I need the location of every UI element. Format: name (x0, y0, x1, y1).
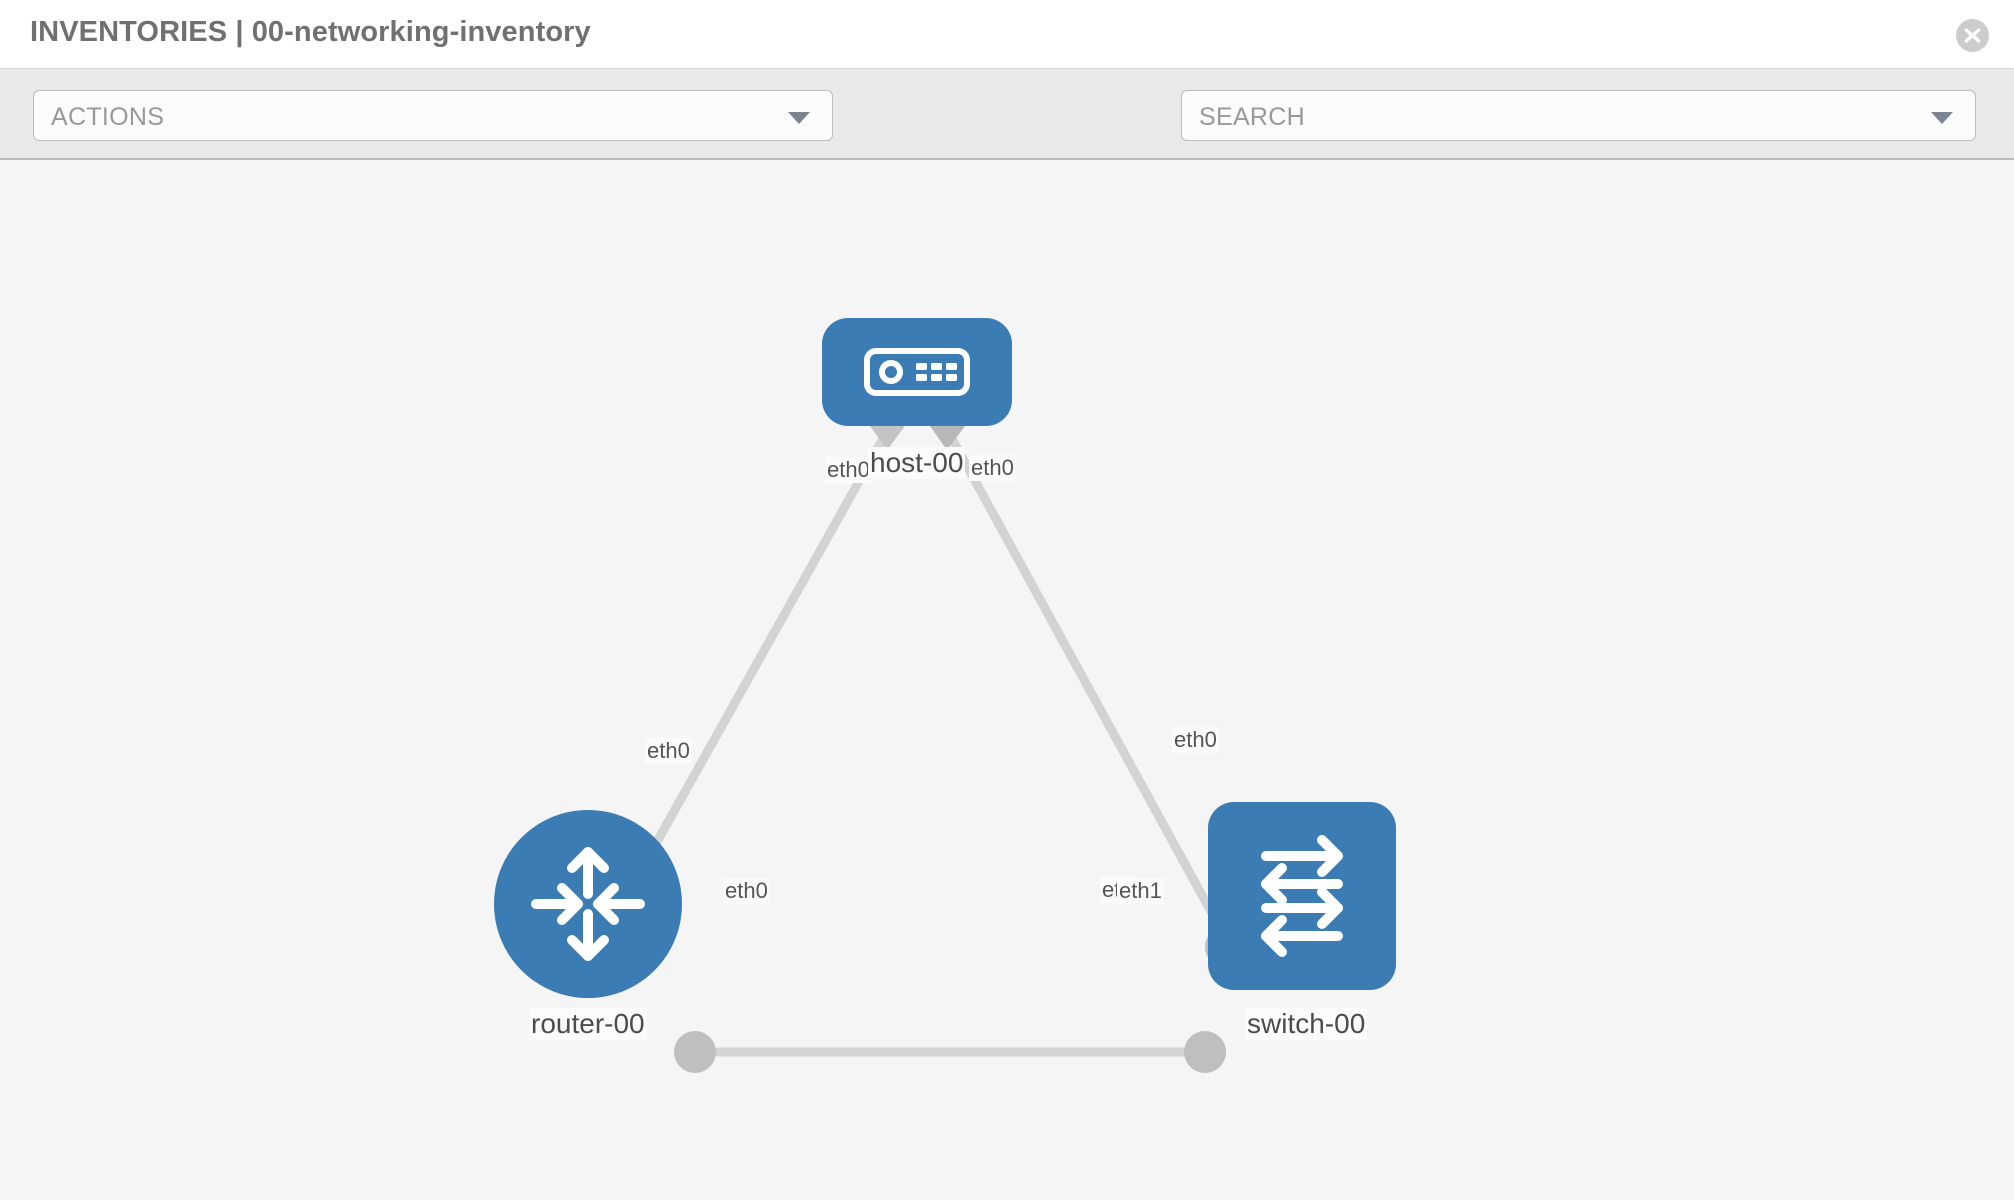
node-label-router-00: router-00 (529, 1008, 647, 1040)
interface-label-host-right: eth0 (969, 455, 1016, 481)
switch-icon (1261, 835, 1343, 957)
interface-label-router-north: eth0 (645, 738, 692, 764)
router-icon (531, 847, 645, 961)
server-icon (864, 348, 970, 396)
actions-dropdown-label: ACTIONS (51, 103, 165, 131)
port-switch-west[interactable] (1184, 1031, 1226, 1073)
interface-label-switch-north: eth0 (1172, 727, 1219, 753)
port-router-east[interactable] (674, 1031, 716, 1073)
link-host-router (636, 432, 889, 875)
topology-canvas[interactable]: eth0 eth0 eth0 eth0 eth0 eth eth1 host-0… (0, 160, 2014, 1200)
close-icon[interactable] (1956, 19, 1989, 52)
node-label-host-00: host-00 (868, 447, 966, 479)
chevron-down-icon (1931, 112, 1953, 124)
node-switch-00[interactable] (1208, 802, 1396, 990)
interface-label-router-east: eth0 (723, 878, 770, 904)
interface-label-host-left: eth0 (825, 457, 872, 483)
node-label-switch-00: switch-00 (1245, 1008, 1368, 1040)
port-host-right (930, 426, 965, 450)
search-input-placeholder: SEARCH (1199, 103, 1305, 131)
link-host-switch (946, 432, 1236, 953)
toolbar: ACTIONS SEARCH (0, 69, 2014, 200)
close-glyph (1964, 28, 1981, 43)
topology-links (636, 426, 1236, 1057)
search-dropdown[interactable]: SEARCH (1181, 90, 1976, 141)
port-host-left (870, 426, 905, 450)
chevron-down-icon (788, 112, 810, 124)
page-header: INVENTORIES | 00-networking-inventory (0, 0, 2014, 69)
node-router-00[interactable] (494, 810, 682, 998)
page-title: INVENTORIES | 00-networking-inventory (30, 16, 591, 48)
node-host-00[interactable] (822, 318, 1012, 426)
interface-label-switch-west: eth1 (1117, 878, 1164, 904)
actions-dropdown[interactable]: ACTIONS (33, 90, 833, 141)
